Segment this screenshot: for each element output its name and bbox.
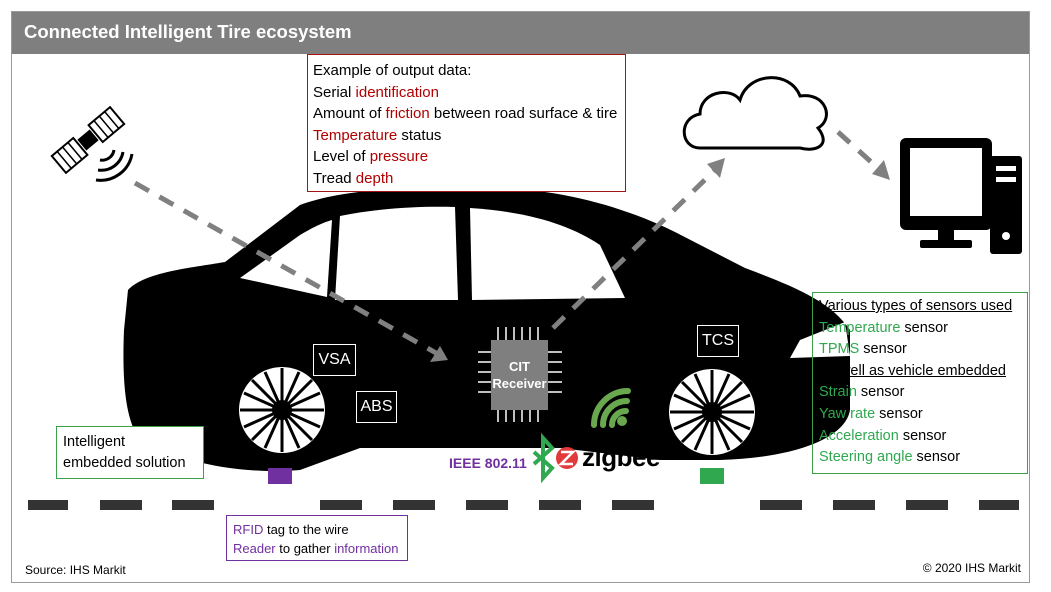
dashed-arrows	[133, 130, 882, 356]
cit-receiver-label: CIT Receiver	[491, 358, 548, 392]
output-data-box: Example of output data: Serial identific…	[307, 54, 626, 192]
ieee-label: IEEE 802.11	[449, 455, 527, 471]
receiver-label: Receiver	[492, 376, 547, 391]
bluetooth-icon	[532, 432, 555, 484]
source-note: Source: IHS Markit	[25, 563, 126, 577]
zigbee-logo-icon	[556, 447, 578, 469]
front-wheel	[665, 365, 759, 484]
sensors-box: Various types of sensors used Temperatur…	[812, 292, 1028, 474]
copyright-note: © 2020 IHS Markit	[922, 561, 1021, 575]
rfid-box: RFID tag to the wire Reader to gather in…	[226, 515, 408, 561]
arrow-heads	[430, 158, 890, 362]
header-bar: Connected Intelligent Tire ecosystem	[12, 12, 1029, 54]
embedded-line-2: embedded solution	[63, 455, 186, 471]
satellite-icon	[50, 105, 126, 175]
rfid-line-2: Reader to gather information	[233, 541, 399, 556]
chip-icon	[478, 327, 562, 422]
rear-wheel	[235, 363, 329, 484]
sensor-item: TPMS sensor	[819, 341, 907, 358]
output-line: Tread depth	[313, 169, 394, 187]
output-line: Temperature status	[313, 126, 442, 144]
sensor-item: Acceleration sensor	[819, 427, 947, 444]
embedded-line-1: Intelligent	[63, 434, 126, 450]
tcs-label: TCS	[697, 325, 739, 357]
wifi-icon	[591, 388, 631, 428]
car-window-front	[470, 208, 625, 300]
sensor-item: Temperature sensor	[819, 319, 948, 336]
output-line: Amount of friction between road surface …	[313, 105, 618, 123]
computer-icon	[900, 138, 1022, 254]
output-line: Serial identification	[313, 83, 439, 101]
sensors-heading: Various types of sensors used	[819, 298, 1013, 314]
car-window-rear	[240, 220, 332, 297]
zigbee-label: zigbee	[582, 442, 660, 472]
road-dashes	[28, 500, 1019, 510]
diagram-frame	[11, 11, 1030, 583]
cloud-icon	[682, 76, 828, 151]
vsa-label: VSA	[313, 344, 356, 376]
cit-label: CIT	[509, 359, 530, 374]
output-line: Level of pressure	[313, 148, 429, 166]
output-heading: Example of output data:	[313, 62, 472, 79]
sensor-item: Steering angle sensor	[819, 449, 961, 466]
abs-label: ABS	[356, 391, 397, 423]
satellite-signal	[95, 149, 134, 182]
vehicle-embedded-heading: As well as vehicle embedded	[819, 362, 1006, 379]
car-window-middle	[335, 206, 458, 300]
rfid-line-1: RFID tag to the wire	[233, 522, 349, 537]
sensor-item: Yaw rate sensor	[819, 405, 923, 422]
wifi-dot	[617, 416, 627, 426]
page-title: Connected Intelligent Tire ecosystem	[24, 21, 352, 42]
embedded-solution-box: Intelligent embedded solution	[56, 426, 204, 479]
sensor-item: Strain sensor	[819, 384, 905, 401]
car-headlight	[790, 322, 850, 358]
